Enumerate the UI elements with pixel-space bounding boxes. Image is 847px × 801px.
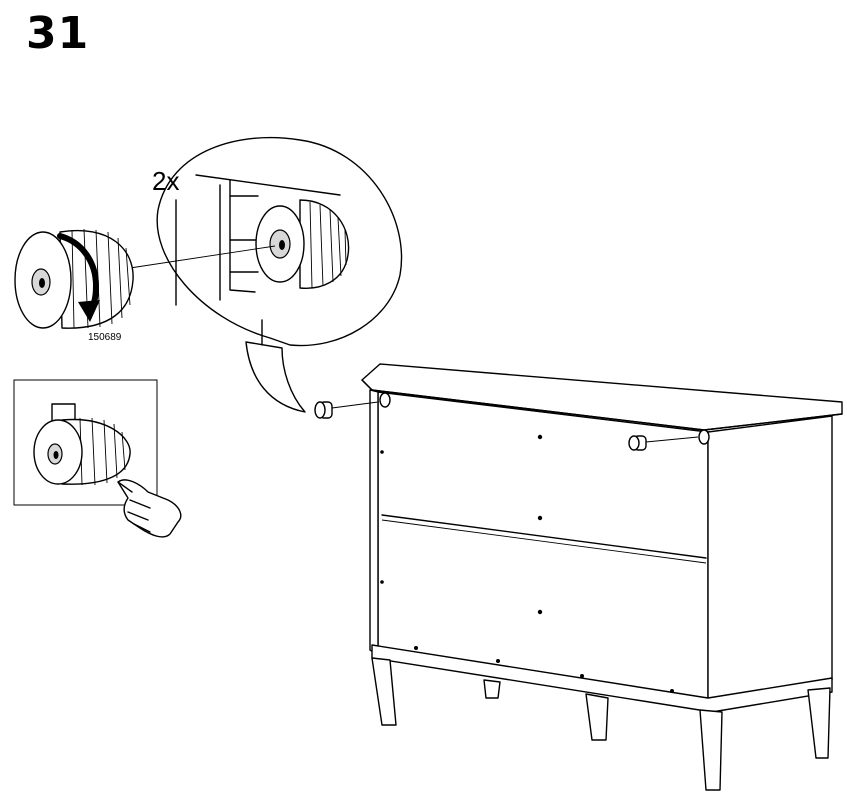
chest-of-drawers bbox=[362, 364, 842, 790]
foot-knob-detail-icon bbox=[256, 200, 349, 288]
inset-hand-tighten bbox=[14, 380, 181, 537]
part-number: 150689 bbox=[88, 332, 122, 343]
quantity-label: 2x bbox=[152, 166, 179, 196]
magnified-detail: 2x bbox=[152, 138, 402, 412]
loose-knob-left-icon bbox=[315, 402, 378, 418]
